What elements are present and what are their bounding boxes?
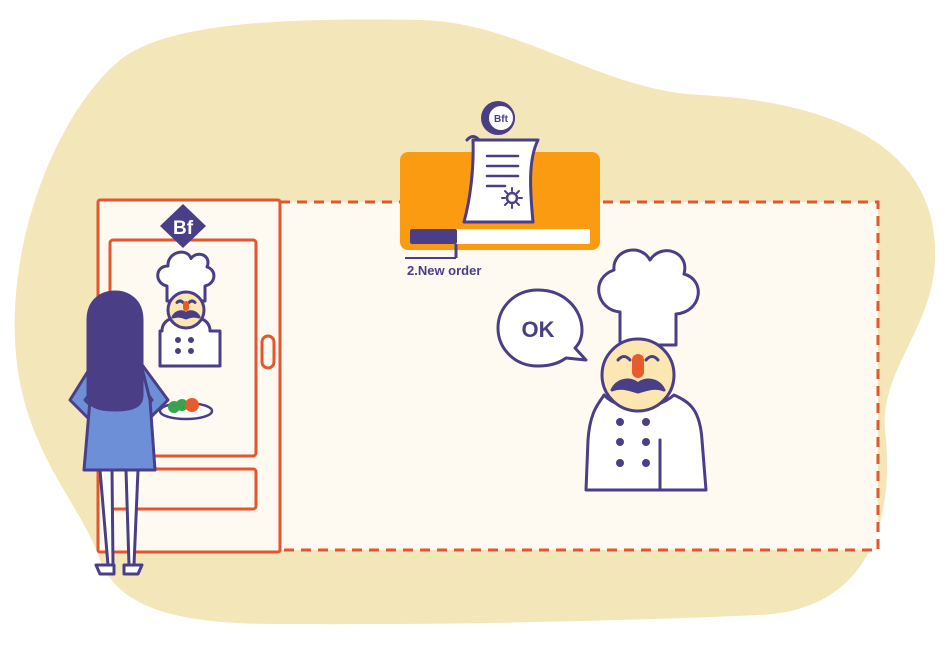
chef-nose [632,354,644,378]
gear-icon [501,187,523,209]
chef-hat [597,248,700,347]
step-label: 2.New order [407,263,481,278]
dashed-panel [278,200,880,552]
bf-diamond-logo-icon [160,204,206,248]
bf-logo: Bf [160,204,206,248]
chef [584,248,708,492]
customer-person [68,290,170,576]
bf-logo-text: Bf [173,218,194,239]
speech-bubble-icon: OK [496,288,588,368]
order-card[interactable]: Bft [400,101,600,259]
plate-icon [158,398,214,421]
customer-hair [86,290,144,412]
kiosk-handle[interactable] [260,334,276,370]
order-document-icon [462,135,540,224]
bft-coin-label: Bft [494,114,509,125]
screen-chef [156,250,222,368]
chef-mustache [610,378,666,394]
bft-coin-icon: Bft [481,101,515,135]
speech-text: OK [522,317,555,342]
order-progress-fill [410,229,457,244]
